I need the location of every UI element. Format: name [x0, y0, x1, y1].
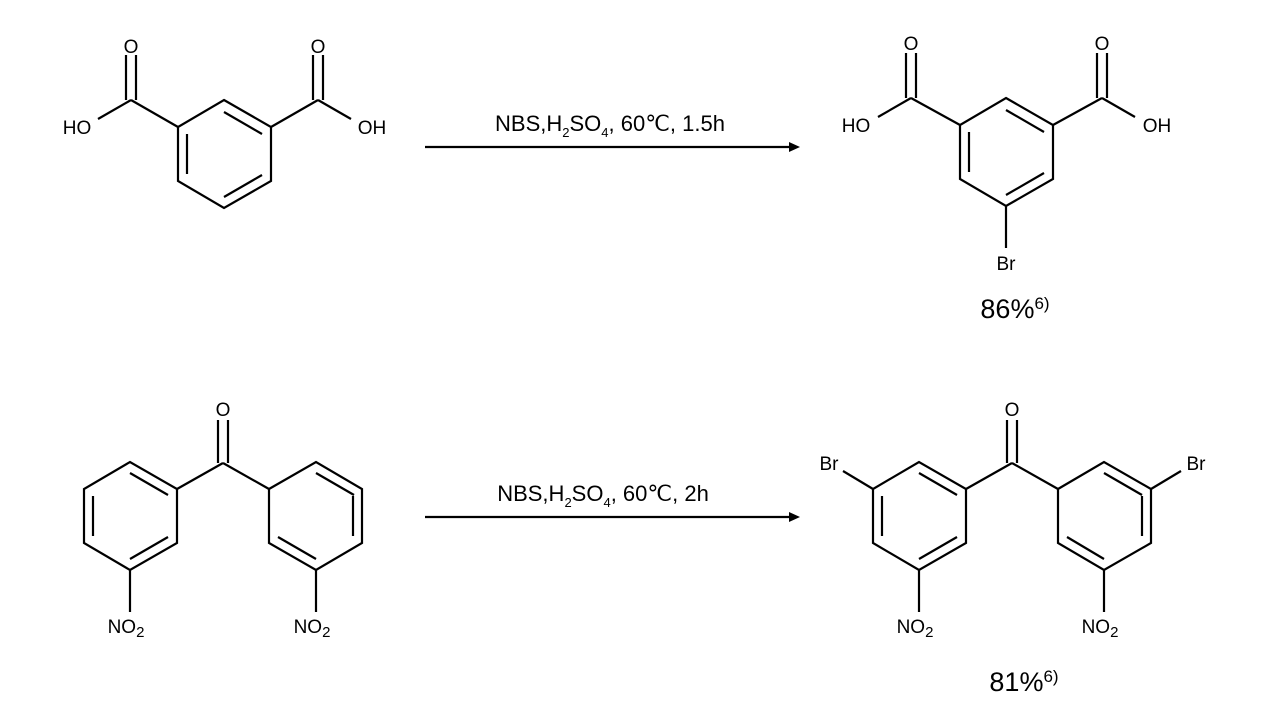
p1-right-carbonyl-o: O	[1095, 34, 1110, 55]
p2-carbonyl-o: O	[1005, 400, 1020, 421]
sm1-right-hydroxyl: OH	[358, 118, 387, 139]
p1-right-hydroxyl: OH	[1143, 116, 1172, 137]
dinitrobenzophenone-structure	[82, 420, 364, 612]
isophthalic-acid-structure	[97, 55, 352, 210]
yield-1: 86%6)	[980, 294, 1049, 324]
sm2-right-nitro: NO2	[294, 617, 331, 641]
dibromodinitrobenzophenone-structure	[842, 420, 1182, 612]
reaction-arrow-2	[425, 512, 800, 522]
sm1-left-carbonyl-o: O	[124, 37, 139, 58]
sm2-left-nitro: NO2	[108, 617, 145, 641]
p2-right-nitro: NO2	[1082, 617, 1119, 641]
reaction-conditions-1: NBS,H2SO4, 60℃, 1.5h	[495, 111, 725, 140]
reaction-arrow-1	[425, 142, 800, 152]
bromoisophthalic-acid-structure	[877, 53, 1136, 248]
p1-left-carbonyl-o: O	[904, 34, 919, 55]
reaction-conditions-2: NBS,H2SO4, 60℃, 2h	[497, 481, 709, 510]
p1-bromine: Br	[997, 254, 1017, 275]
p1-left-hydroxyl: HO	[842, 116, 871, 137]
p2-left-bromine: Br	[820, 454, 840, 475]
sm2-carbonyl-o: O	[216, 400, 231, 421]
sm1-right-carbonyl-o: O	[311, 37, 326, 58]
sm1-left-hydroxyl: HO	[63, 118, 92, 139]
p2-right-bromine: Br	[1187, 454, 1207, 475]
p2-left-nitro: NO2	[897, 617, 934, 641]
yield-2: 81%6)	[989, 667, 1058, 697]
